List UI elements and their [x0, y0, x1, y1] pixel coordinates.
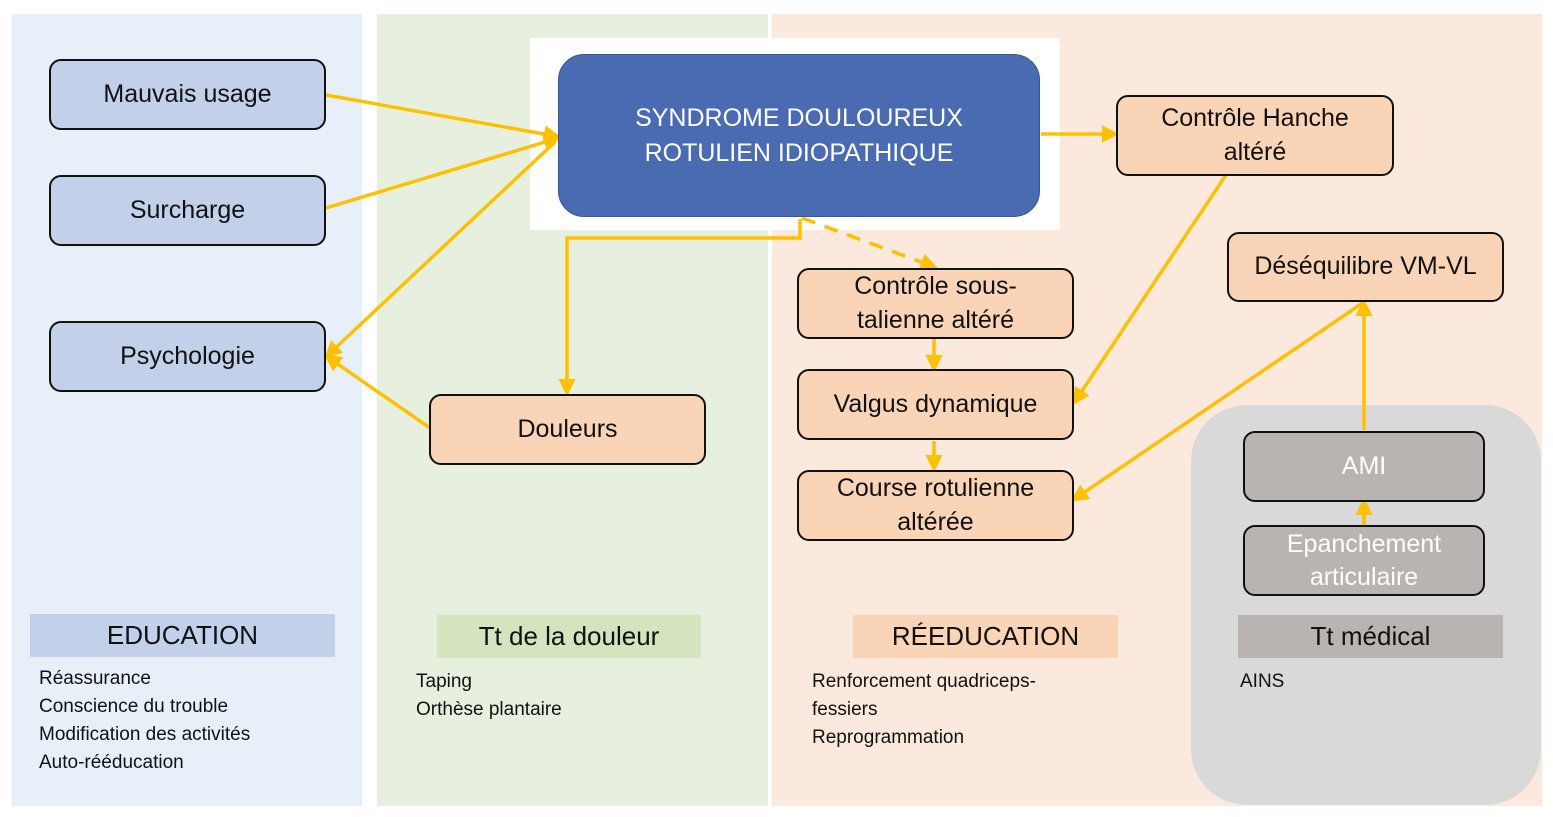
node-course-rotulienne: Course rotulienne altérée: [797, 470, 1074, 541]
arrow-mauvais-usage-to-syndrome: [325, 93, 562, 143]
section-header-tt-douleur: Tt de la douleur: [437, 615, 701, 658]
node-label: Mauvais usage: [103, 79, 272, 108]
node-mauvais-usage: Mauvais usage: [49, 59, 326, 130]
node-label-line1: Contrôle Hanche: [1161, 103, 1349, 132]
node-valgus-dynamique: Valgus dynamique: [797, 369, 1074, 440]
node-ami: AMI: [1243, 431, 1485, 502]
tt-medical-list: AINS: [1240, 668, 1284, 696]
node-douleurs: Douleurs: [429, 394, 706, 465]
arrow-surcharge-to-syndrome: [325, 133, 562, 210]
section-header-education: EDUCATION: [30, 614, 335, 657]
node-label-line2: altérée: [897, 507, 974, 536]
node-controle-hanche: Contrôle Hanche altéré: [1116, 95, 1394, 176]
central-node-line2: ROTULIEN IDIOPATHIQUE: [644, 138, 954, 167]
node-label: Valgus dynamique: [833, 389, 1038, 418]
node-label-line2: articulaire: [1309, 562, 1419, 591]
list-item: Reprogrammation: [812, 727, 965, 748]
arrow-douleurs-to-psychologie: [323, 354, 431, 430]
section-title: RÉEDUCATION: [891, 621, 1080, 651]
arrow-hanche-to-valgus: [1072, 174, 1228, 406]
section-title: Tt de la douleur: [478, 621, 660, 651]
list-item: Réassurance: [39, 668, 151, 689]
list-item: Renforcement quadriceps-: [812, 671, 1036, 692]
list-item: AINS: [1240, 671, 1285, 692]
section-header-reeducation: RÉEDUCATION: [853, 615, 1118, 658]
education-list: Réassurance Conscience du trouble Modifi…: [39, 665, 250, 777]
arrow-syndrome-to-psychologie: [324, 140, 557, 359]
central-node-line1: SYNDROME DOULOUREUX: [635, 103, 963, 132]
list-item: Modification des activités: [39, 724, 251, 745]
node-label: Surcharge: [129, 195, 246, 224]
arrow-syndrome-to-sous-talienne-dashed: [801, 216, 938, 271]
node-label: Psychologie: [120, 341, 255, 370]
arrow-desequilibre-to-course: [1070, 300, 1365, 502]
list-item: Taping: [416, 671, 472, 692]
list-item: Auto-rééducation: [39, 752, 184, 773]
node-label: Déséquilibre VM-VL: [1254, 252, 1477, 281]
tt-douleur-list: Taping Orthèse plantaire: [416, 668, 562, 724]
node-label: AMI: [1341, 451, 1387, 480]
list-item: Orthèse plantaire: [416, 699, 562, 720]
arrow-syndrome-to-douleurs: [558, 219, 802, 397]
node-surcharge: Surcharge: [49, 175, 326, 246]
node-label-line2: altéré: [1223, 137, 1287, 166]
node-label: Douleurs: [517, 414, 618, 443]
list-item: fessiers: [812, 699, 878, 720]
node-psychologie: Psychologie: [49, 321, 326, 392]
node-label-line1: Epanchement: [1286, 530, 1442, 558]
section-title: Tt médical: [1310, 621, 1431, 651]
node-label-line1: Course rotulienne: [836, 473, 1035, 502]
education-panel: [12, 14, 362, 806]
node-controle-sous-talienne: Contrôle sous-talienne altéré: [797, 268, 1074, 339]
node-desequilibre-vm-vl: Déséquilibre VM-VL: [1227, 232, 1504, 302]
section-header-tt-medical: Tt médical: [1238, 615, 1503, 658]
section-title: EDUCATION: [106, 620, 259, 650]
central-node-syndrome: SYNDROME DOULOUREUX ROTULIEN IDIOPATHIQU…: [558, 54, 1040, 217]
reeducation-list: Renforcement quadriceps- fessiers Reprog…: [812, 668, 1036, 752]
list-item: Conscience du trouble: [39, 696, 229, 717]
node-label-line2: talienne altéré: [856, 305, 1015, 334]
node-label-line1: Contrôle sous-: [854, 271, 1017, 300]
node-epanchement-articulaire: Epanchement articulaire: [1243, 525, 1485, 596]
